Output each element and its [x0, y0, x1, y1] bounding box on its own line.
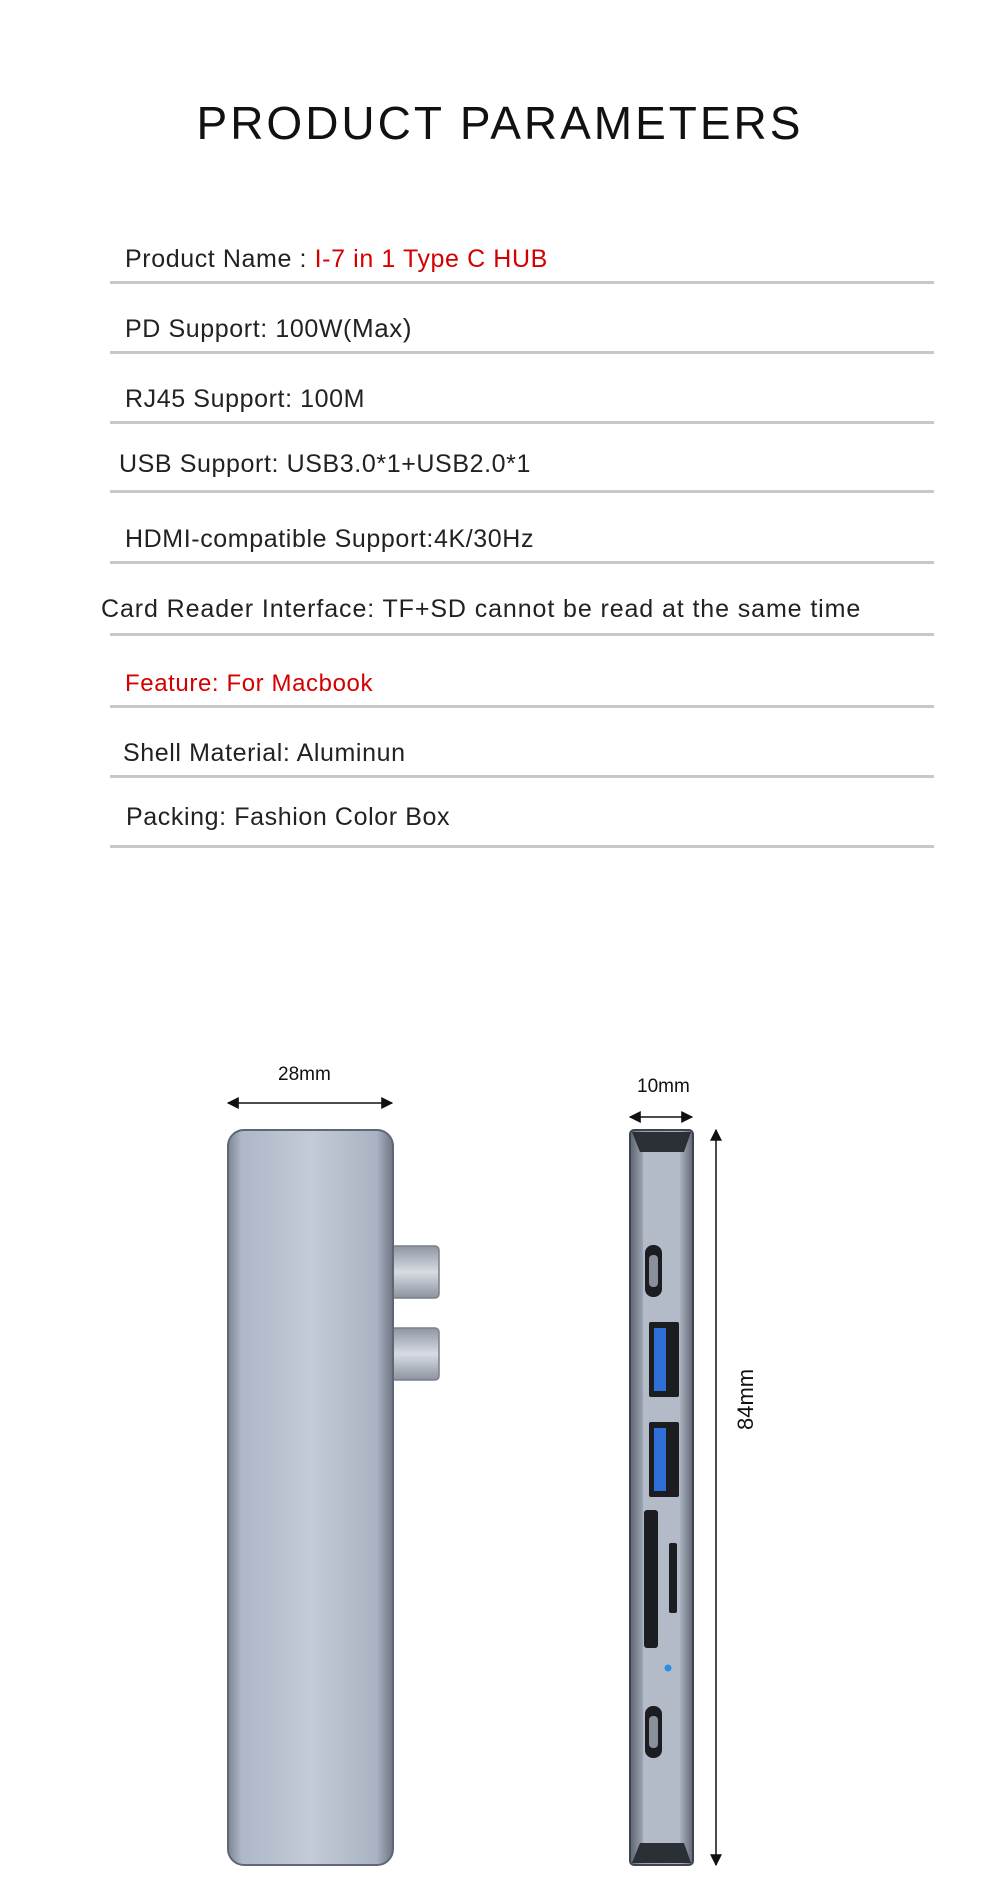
product-diagram: 28mm 10mm 84mm — [0, 1060, 1000, 1880]
divider — [110, 490, 934, 493]
length-label: 84mm — [733, 1368, 758, 1430]
divider — [110, 705, 934, 708]
divider — [110, 775, 934, 778]
param-row-rj45: RJ45 Support: 100M — [110, 364, 934, 424]
param-label: PD Support: 100W( — [125, 315, 352, 343]
tf-card-slot-icon — [669, 1543, 677, 1613]
page-title: PRODUCT PARAMETERS — [196, 97, 804, 149]
param-row-feature: Feature: For Macbook — [110, 648, 934, 708]
hub-side-view — [629, 1129, 694, 1866]
usb-c-plug-icon — [390, 1327, 440, 1381]
param-text: RJ45 Support: 100M — [125, 385, 366, 413]
param-row-usb: USB Support: USB3.0*1+USB2.0*1 — [110, 433, 934, 493]
param-text: USB Support: USB3.0*1+USB2.0*1 — [119, 450, 531, 478]
width-label: 28mm — [278, 1064, 331, 1085]
param-text: HDMI-compatible Support:4K/30Hz — [125, 525, 535, 553]
param-row-pd-support: PD Support: 100W(Max) — [110, 294, 934, 354]
param-text: Feature: For Macbook — [125, 670, 374, 697]
divider — [110, 845, 934, 848]
divider — [110, 421, 934, 424]
divider — [110, 633, 934, 636]
indicator-led-icon — [664, 1664, 672, 1672]
divider — [110, 351, 934, 354]
param-label: Product Name : — [125, 245, 315, 273]
end-cap — [632, 1843, 691, 1863]
param-text: Card Reader Interface: TF+SD cannot be r… — [101, 595, 862, 623]
end-cap — [632, 1132, 691, 1152]
sd-card-slot-icon — [644, 1510, 658, 1648]
hub-illustration — [226, 1097, 722, 1867]
param-value: I-7 in 1 Type C HUB — [314, 245, 548, 273]
usb-c-plug-icon — [390, 1245, 440, 1299]
param-row-card-reader: Card Reader Interface: TF+SD cannot be r… — [101, 576, 934, 636]
param-row-shell: Shell Material: Aluminun — [110, 718, 934, 778]
param-row-product-name: Product Name : I-7 in 1 Type C HUB — [110, 224, 934, 284]
thickness-label: 10mm — [637, 1076, 690, 1097]
divider — [110, 281, 934, 284]
divider — [110, 561, 934, 564]
param-text: Shell Material: Aluminun — [123, 739, 406, 767]
param-row-hdmi: HDMI-compatible Support:4K/30Hz — [110, 504, 934, 564]
hub-top-view — [227, 1129, 440, 1866]
param-row-packing: Packing: Fashion Color Box — [110, 788, 934, 848]
param-text: Packing: Fashion Color Box — [126, 803, 451, 831]
param-value: Max) — [351, 313, 413, 343]
hub-body — [227, 1129, 394, 1866]
